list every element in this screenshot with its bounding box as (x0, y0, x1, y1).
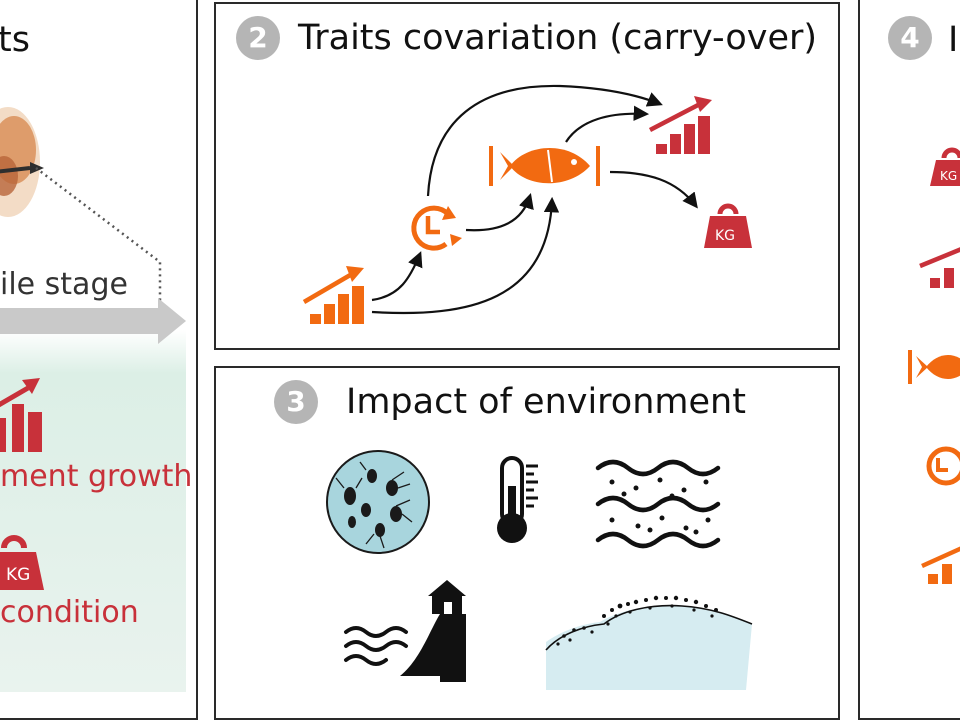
arrow-fish-to-weight (609, 170, 698, 209)
panel-1-title: ts (0, 20, 30, 60)
timing-clock-icon (411, 205, 462, 251)
panel-4-title: I (948, 20, 959, 60)
panel-1-graphics: KG (0, 107, 186, 692)
stage-arrow (0, 298, 186, 344)
arrow-growth-to-fish (371, 196, 560, 315)
growth-icon-orange (302, 266, 364, 324)
weight-kg-icon-3: KG (930, 147, 960, 186)
sea-ice-icon (545, 595, 753, 690)
arrow-timing-to-fish (465, 193, 534, 232)
panel-2-number-badge: 2 (236, 16, 280, 60)
panel-3-number-badge: 3 (274, 380, 318, 424)
adult-growth-icon (648, 96, 712, 154)
salinity-waves-icon (595, 459, 721, 549)
weight-kg-icon: KG (0, 535, 44, 590)
condition-label: condition (0, 595, 139, 630)
fish-size-icon-2 (908, 350, 960, 384)
svg-text:KG: KG (715, 228, 735, 244)
panel-3-title: Impact of environment (346, 382, 746, 422)
growth-icon-orange-2 (921, 546, 960, 584)
timing-clock-icon-2 (926, 446, 960, 486)
zooplankton-icon (326, 450, 430, 554)
svg-text:KG: KG (940, 169, 957, 183)
fish-size-icon (489, 146, 600, 186)
growth-icon (0, 378, 42, 452)
panel-2-title: Traits covariation (carry-over) (298, 18, 818, 58)
arrow-growth-to-timing (371, 251, 423, 302)
weight-kg-icon-2: KG (704, 203, 752, 248)
stage-label: ile stage (0, 267, 128, 302)
svg-text:KG: KG (6, 565, 30, 585)
growth-label: ment growth (0, 459, 193, 494)
salinity-dots (609, 477, 711, 535)
arrow-fish-to-adult-growth (565, 105, 650, 143)
arrow-timing-to-adult-growth (426, 84, 663, 197)
adult-growth-icon-2 (919, 247, 960, 288)
panel-4-number-badge: 4 (888, 16, 932, 60)
coast-house-icon (344, 580, 466, 682)
covariation-arrows (371, 84, 698, 315)
thermometer-icon (497, 456, 538, 543)
